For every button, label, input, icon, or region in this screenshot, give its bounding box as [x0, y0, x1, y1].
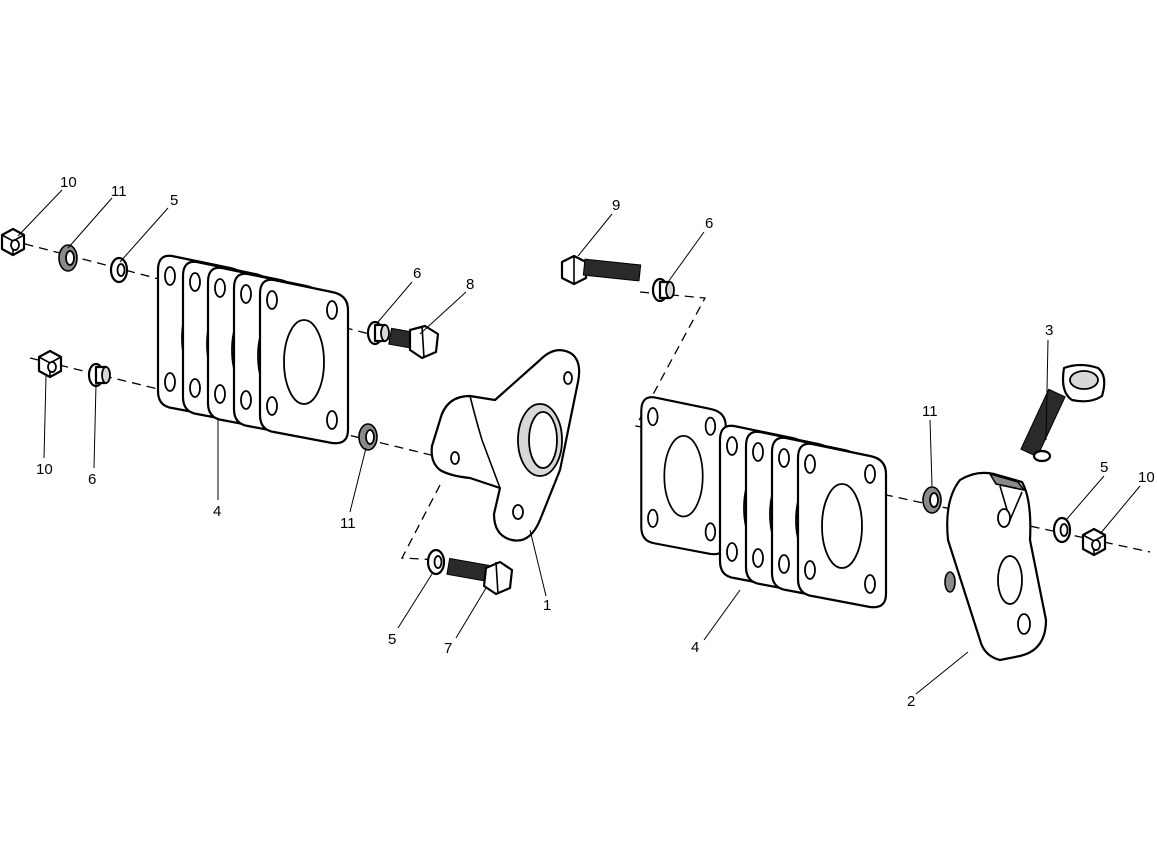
callout-6: 6 [413, 265, 421, 282]
callout-11: 11 [922, 403, 938, 420]
callout-6: 6 [705, 215, 713, 232]
lock-washer-11-left [358, 423, 378, 451]
nut-10-right [1081, 527, 1107, 557]
callout-5: 5 [388, 631, 396, 648]
axis-bolt7 [400, 484, 441, 561]
washer-5-bottom [426, 548, 446, 576]
leader-lines [17, 189, 1141, 695]
callout-4: 4 [213, 503, 221, 520]
callout-2: 2 [907, 693, 915, 710]
lock-washer-11-top-left [58, 244, 78, 272]
bushing-6-mid [366, 320, 391, 346]
callout-10: 10 [1138, 469, 1155, 486]
callout-7: 7 [444, 640, 452, 657]
washer-5-right [1052, 516, 1072, 544]
callout-8: 8 [466, 276, 474, 293]
axis-lower-left [29, 357, 461, 463]
callout-11: 11 [111, 183, 127, 200]
washer-5-top-left [109, 256, 129, 284]
callout-11: 11 [340, 515, 356, 532]
callout-6: 6 [88, 471, 96, 488]
callout-1: 1 [543, 597, 551, 614]
callout-4: 4 [691, 639, 699, 656]
gasket-stack-4-left [156, 254, 350, 445]
nut-10-bottom-left [37, 349, 63, 379]
callout-9: 9 [612, 197, 620, 214]
bolt-7 [446, 557, 514, 596]
callout-labels: 10 11 5 6 8 10 6 4 11 5 7 1 9 6 3 11 5 1… [36, 174, 1155, 710]
clamp-2 [944, 471, 1048, 662]
bushing-6-right [651, 277, 676, 303]
callout-3: 3 [1045, 322, 1053, 339]
bolt-8 [388, 324, 440, 360]
gasket-stack-4-right [640, 396, 888, 609]
flange-1 [430, 349, 581, 542]
callout-5: 5 [1100, 459, 1108, 476]
lock-washer-11-right [922, 486, 942, 514]
cap-screw-3 [1020, 363, 1106, 463]
callout-5: 5 [170, 192, 178, 209]
bushing-6-left [87, 362, 112, 388]
bolt-9 [560, 254, 642, 286]
callout-10: 10 [60, 174, 77, 191]
callout-10: 10 [36, 461, 53, 478]
